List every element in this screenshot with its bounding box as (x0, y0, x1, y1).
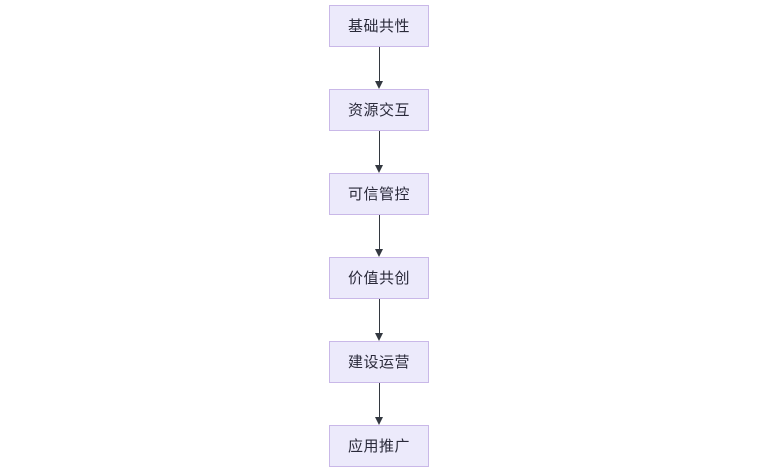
flow-node-label: 建设运营 (347, 353, 410, 371)
flow-node-label: 价值共创 (347, 269, 410, 287)
flow-node-application-promotion[interactable]: 应用推广 (329, 425, 429, 467)
flow-connector-3 (329, 215, 429, 257)
flow-node-label: 资源交互 (347, 101, 410, 119)
connector-line (379, 383, 380, 418)
flow-node-construction-operation[interactable]: 建设运营 (329, 341, 429, 383)
flow-node-value-cocreation[interactable]: 价值共创 (329, 257, 429, 299)
flow-node-label: 应用推广 (347, 437, 410, 455)
arrow-down-icon (374, 417, 383, 425)
connector-line (379, 47, 380, 82)
arrow-down-icon (374, 165, 383, 173)
connector-line (379, 215, 380, 250)
flow-connector-1 (329, 47, 429, 89)
flow-node-basic-commonality[interactable]: 基础共性 (329, 5, 429, 47)
flow-connector-2 (329, 131, 429, 173)
arrow-down-icon (374, 81, 383, 89)
arrow-down-icon (374, 333, 383, 341)
arrow-down-icon (374, 249, 383, 257)
flow-connector-4 (329, 299, 429, 341)
flow-node-label: 可信管控 (347, 185, 410, 203)
connector-line (379, 299, 380, 334)
flow-node-label: 基础共性 (347, 17, 410, 35)
connector-line (379, 131, 380, 166)
flow-node-resource-interaction[interactable]: 资源交互 (329, 89, 429, 131)
flow-connector-5 (329, 383, 429, 425)
flow-node-trusted-control[interactable]: 可信管控 (329, 173, 429, 215)
flowchart-node-stack: 基础共性 资源交互 可信管控 价值共创 (329, 5, 429, 467)
